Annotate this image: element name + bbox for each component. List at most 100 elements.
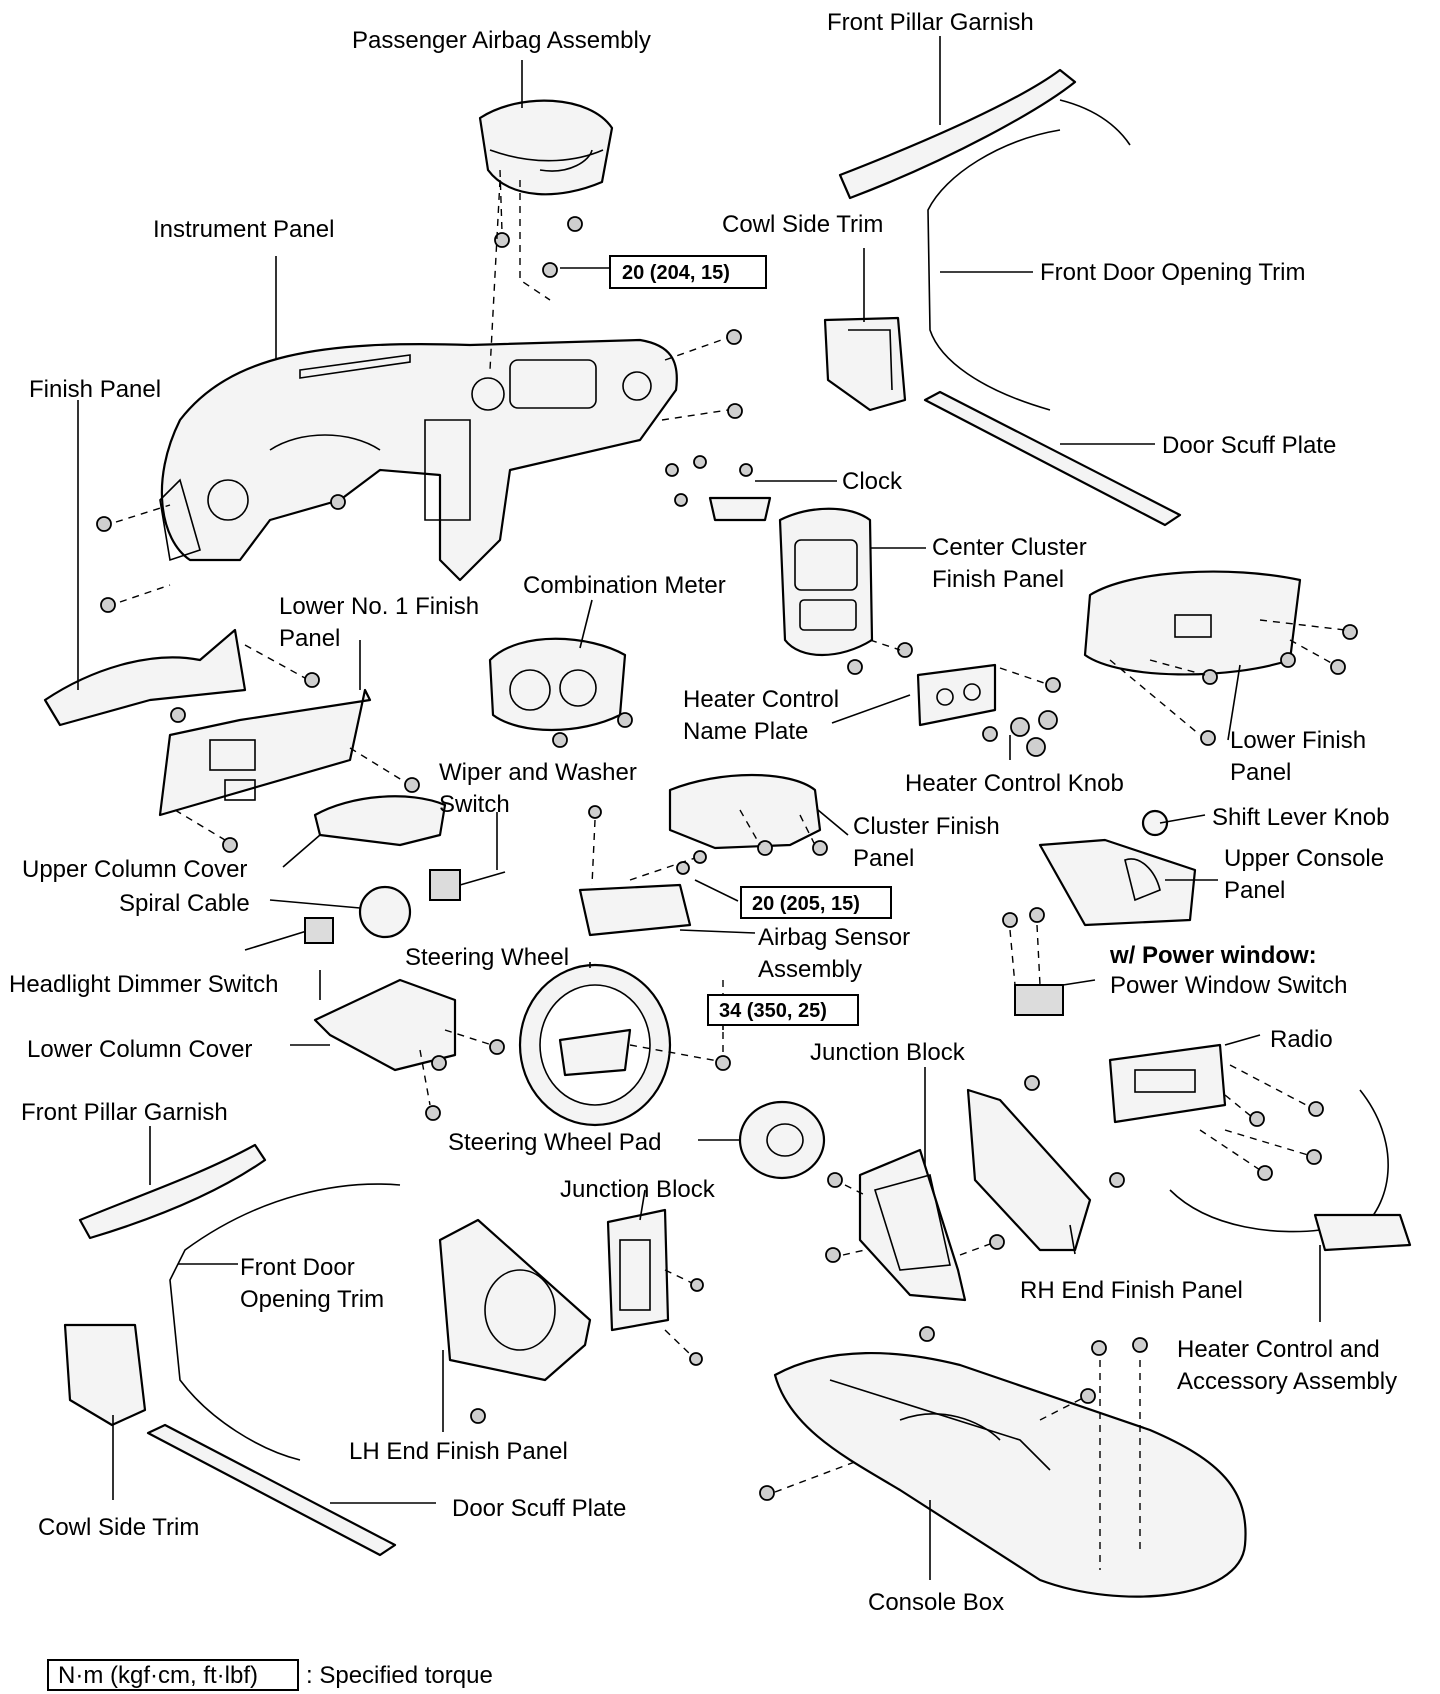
- leader-lines: [77, 36, 1321, 1580]
- upper-column-cover-part: [313, 795, 447, 847]
- label-instrument-panel: Instrument Panel: [153, 216, 334, 243]
- torque-value: 20 (205, 15): [752, 893, 860, 915]
- label-heater-control-accessory-line2: Accessory Assembly: [1177, 1368, 1397, 1395]
- label-airbag-sensor-line1: Airbag Sensor: [758, 924, 910, 951]
- door-scuff-plate-bottom-part: [146, 1423, 397, 1557]
- torque-legend: N·m (kgf·cm, ft·lbf) : Specified torque: [47, 1659, 493, 1691]
- front-door-opening-trim-bottom-part: [169, 1183, 401, 1461]
- front-door-opening-trim-top-part: [927, 129, 1061, 411]
- label-front-door-bottom-line2: Opening Trim: [240, 1286, 384, 1313]
- heater-control-accessory-assembly-part: [1169, 1089, 1412, 1252]
- label-front-pillar-garnish-top: Front Pillar Garnish: [827, 9, 1034, 36]
- heater-control-knob-part: [1010, 710, 1058, 757]
- clock-part: [665, 455, 772, 522]
- torque-value: 20 (204, 15): [622, 262, 730, 284]
- steering-wheel-pad-part: [738, 1100, 826, 1180]
- instrument-panel-part: [96, 329, 743, 613]
- label-heater-control-knob: Heater Control Knob: [905, 770, 1124, 797]
- legend-unit-box: N·m (kgf·cm, ft·lbf): [58, 1662, 258, 1689]
- label-center-cluster-line1: Center Cluster: [932, 534, 1087, 561]
- label-door-scuff-plate-top: Door Scuff Plate: [1162, 432, 1336, 459]
- label-steering-wheel-pad: Steering Wheel Pad: [448, 1129, 661, 1156]
- headlight-dimmer-switch-part: [244, 917, 334, 951]
- label-power-window-heading: w/ Power window:: [1109, 942, 1317, 969]
- lower-column-cover-bolt: [425, 1105, 441, 1121]
- lower-finish-panel-part: [1083, 570, 1358, 746]
- label-lower-column-cover: Lower Column Cover: [27, 1036, 252, 1063]
- cluster-finish-panel-bolt: [757, 840, 773, 856]
- label-door-scuff-plate-bottom: Door Scuff Plate: [452, 1495, 626, 1522]
- label-airbag-sensor-line2: Assembly: [758, 956, 862, 983]
- assembly-lines: [115, 169, 1346, 1570]
- label-lower-finish-panel-line1: Lower Finish: [1230, 727, 1366, 754]
- finish-panel-bolt: [304, 672, 320, 688]
- radio-part: [1108, 1043, 1324, 1181]
- label-lower-no1-finish-line1: Lower No. 1 Finish: [279, 593, 479, 620]
- label-lh-end-finish-panel: LH End Finish Panel: [349, 1438, 568, 1465]
- label-front-pillar-garnish-bottom: Front Pillar Garnish: [21, 1099, 228, 1126]
- lower-column-cover-bolt: [431, 1055, 447, 1071]
- combination-meter-part: [488, 637, 633, 748]
- front-pillar-garnish-bottom-part: [78, 1143, 267, 1240]
- label-upper-column-cover: Upper Column Cover: [22, 856, 247, 883]
- label-heater-control-accessory-line1: Heater Control and: [1177, 1336, 1380, 1363]
- console-box-part: [759, 1326, 1247, 1598]
- finish-panel-part: [43, 628, 247, 727]
- label-finish-panel: Finish Panel: [29, 376, 161, 403]
- cowl-side-trim-bottom-part: [63, 1323, 147, 1427]
- label-power-window-switch: Power Window Switch: [1110, 972, 1347, 999]
- wiper-washer-switch-part: [429, 869, 506, 901]
- torque-spec-airbag-sensor: 20 (205, 15): [740, 886, 892, 919]
- label-heater-control-name-plate-line2: Name Plate: [683, 718, 808, 745]
- label-wiper-washer-line1: Wiper and Washer: [439, 759, 637, 786]
- label-passenger-airbag-assembly: Passenger Airbag Assembly: [352, 27, 651, 54]
- upper-console-panel-part: [1038, 838, 1197, 927]
- junction-block-right-part: [825, 1148, 1005, 1302]
- torque-spec-steering-wheel: 34 (350, 25): [707, 994, 859, 1026]
- steering-wheel-part: [518, 963, 731, 1127]
- label-junction-block-center: Junction Block: [560, 1176, 716, 1203]
- airbag-sensor-assembly-part: [578, 805, 707, 937]
- torque-value: 34 (350, 25): [719, 1000, 827, 1022]
- cluster-finish-panel-bolt: [812, 840, 828, 856]
- label-front-door-opening-trim-top: Front Door Opening Trim: [1040, 259, 1305, 286]
- label-rh-end-finish-panel: RH End Finish Panel: [1020, 1277, 1243, 1304]
- label-clock: Clock: [842, 468, 903, 495]
- heater-control-name-plate-part: [897, 642, 1061, 742]
- label-front-door-bottom-line1: Front Door: [240, 1254, 355, 1281]
- label-cluster-finish-line1: Cluster Finish: [853, 813, 1000, 840]
- rh-end-finish-panel-part: [966, 1075, 1125, 1252]
- cluster-finish-panel-part: [668, 773, 822, 850]
- label-center-cluster-line2: Finish Panel: [932, 566, 1064, 593]
- door-scuff-plate-top-part: [923, 390, 1182, 527]
- legend-text: : Specified torque: [306, 1662, 493, 1689]
- label-cowl-side-trim-bottom: Cowl Side Trim: [38, 1514, 199, 1541]
- lower-column-cover-part: [313, 978, 457, 1072]
- label-steering-wheel: Steering Wheel: [405, 944, 569, 971]
- label-junction-block-right: Junction Block: [810, 1039, 966, 1066]
- finish-panel-bolt: [170, 707, 186, 723]
- shift-lever-knob-part: [1141, 809, 1169, 837]
- cowl-side-trim-top-part: [823, 316, 907, 412]
- front-pillar-garnish-top-part: [838, 68, 1131, 200]
- label-cowl-side-trim-top: Cowl Side Trim: [722, 211, 883, 238]
- lower-no1-finish-panel-part: [158, 688, 420, 853]
- label-headlight-dimmer-switch: Headlight Dimmer Switch: [9, 971, 278, 998]
- label-shift-lever-knob: Shift Lever Knob: [1212, 804, 1389, 831]
- label-upper-console-line2: Panel: [1224, 877, 1285, 904]
- label-lower-finish-panel-line2: Panel: [1230, 759, 1291, 786]
- part-labels: Passenger Airbag Assembly Front Pillar G…: [9, 9, 1397, 1616]
- label-lower-no1-finish-line2: Panel: [279, 625, 340, 652]
- spiral-cable-part: [358, 885, 412, 939]
- label-console-box: Console Box: [868, 1589, 1004, 1616]
- label-heater-control-name-plate-line1: Heater Control: [683, 686, 839, 713]
- center-cluster-finish-panel-part: [778, 507, 874, 675]
- label-spiral-cable: Spiral Cable: [119, 890, 250, 917]
- label-radio: Radio: [1270, 1026, 1333, 1053]
- label-cluster-finish-line2: Panel: [853, 845, 914, 872]
- label-upper-console-line1: Upper Console: [1224, 845, 1384, 872]
- label-wiper-washer-line2: Switch: [439, 791, 510, 818]
- passenger-airbag-assembly-part: [478, 99, 614, 278]
- junction-block-center-part: [606, 1208, 704, 1366]
